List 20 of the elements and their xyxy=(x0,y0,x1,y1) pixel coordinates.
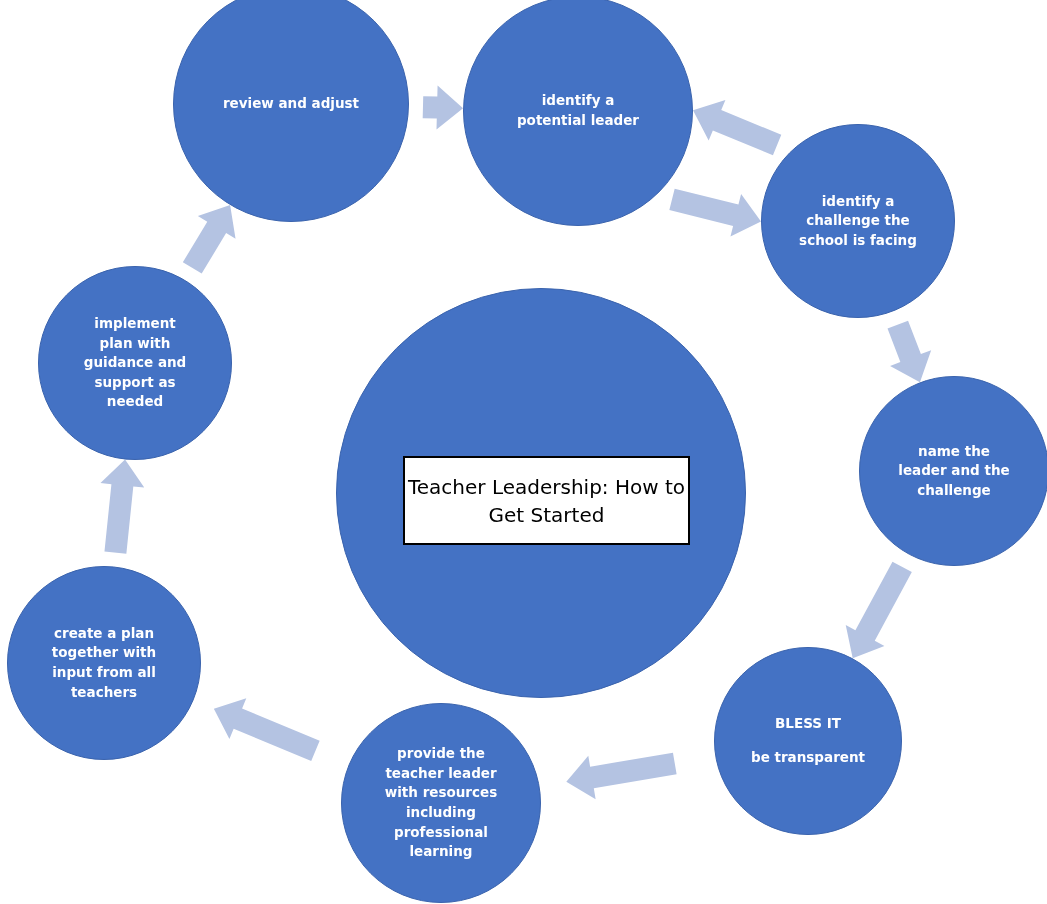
block-arrow xyxy=(213,698,320,761)
step-text: identify a potential leader xyxy=(515,91,640,130)
title-text: Teacher Leadership: How to Get Started xyxy=(407,473,686,529)
step-text: provide the teacher leader with resources including professional learning xyxy=(383,744,499,862)
step-text: create a plan together with input from all teachers xyxy=(50,623,158,702)
block-arrow xyxy=(566,752,677,800)
block-arrow xyxy=(693,99,782,156)
step-text: BLESS IT xyxy=(775,714,841,734)
block-arrow xyxy=(845,561,912,659)
step-text: identify a challenge the school is facing xyxy=(798,191,918,250)
step-text: be transparent xyxy=(750,748,865,767)
block-arrow xyxy=(669,188,761,237)
block-arrow xyxy=(422,85,464,130)
step-text: review and adjust xyxy=(222,94,360,114)
title-box xyxy=(403,456,690,545)
block-arrow xyxy=(182,205,236,274)
step-text: name the leader and the challenge xyxy=(897,441,1011,500)
block-arrow xyxy=(100,459,145,554)
step-text: implement plan with guidance and support as needed xyxy=(82,314,188,412)
block-arrow xyxy=(887,320,932,383)
